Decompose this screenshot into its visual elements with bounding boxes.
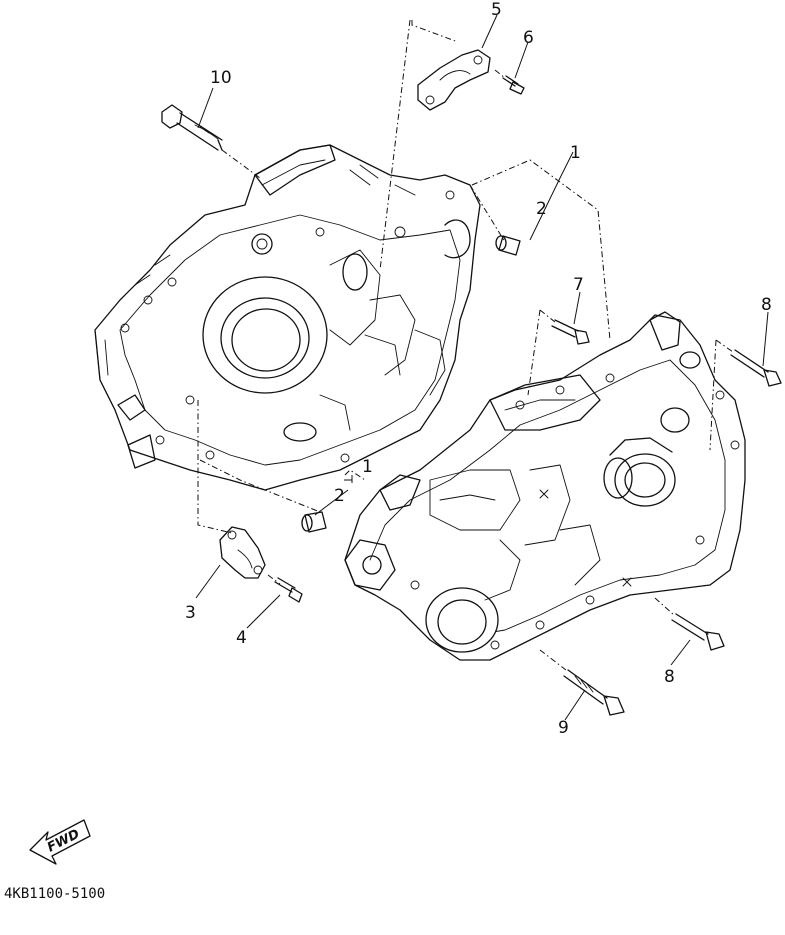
part-label-2-upper: 2 [536, 199, 547, 219]
assembly-lines [197, 19, 734, 671]
part-label-8-upper: 8 [761, 295, 772, 315]
bracket-upper [417, 49, 491, 111]
part-label-10: 10 [210, 68, 232, 88]
part-labels: 10 5 6 1 2 7 8 1 2 3 4 8 9 [185, 0, 772, 738]
part-label-1-lower: 1 [362, 457, 373, 477]
fwd-arrow: FWD [29, 819, 91, 865]
part-label-8-lower: 8 [664, 667, 675, 687]
bracket-lower [219, 526, 266, 579]
part-label-2-lower: 2 [334, 486, 345, 506]
part-label-6: 6 [523, 28, 534, 48]
crankcase-right [344, 311, 746, 661]
part-label-4: 4 [236, 628, 247, 648]
dowel-pin-lower [301, 511, 327, 533]
crankcase-left [94, 144, 481, 491]
bolt-10 [161, 104, 223, 151]
part-label-9: 9 [558, 718, 569, 738]
bolt-9 [563, 669, 625, 716]
part-label-3: 3 [185, 603, 196, 623]
bolt-4 [274, 577, 303, 603]
part-label-1-upper: 1 [570, 143, 581, 163]
dowel-pin-upper [495, 235, 521, 256]
leader-lines [195, 14, 769, 721]
drawing-code: 4KB1100-5100 [4, 886, 105, 902]
bolt-8-lower [671, 613, 725, 651]
bolt-8-upper [730, 349, 782, 387]
bolt-7 [551, 319, 590, 345]
part-label-5: 5 [491, 0, 502, 20]
part-label-7: 7 [573, 275, 584, 295]
bolt-6 [502, 75, 525, 95]
